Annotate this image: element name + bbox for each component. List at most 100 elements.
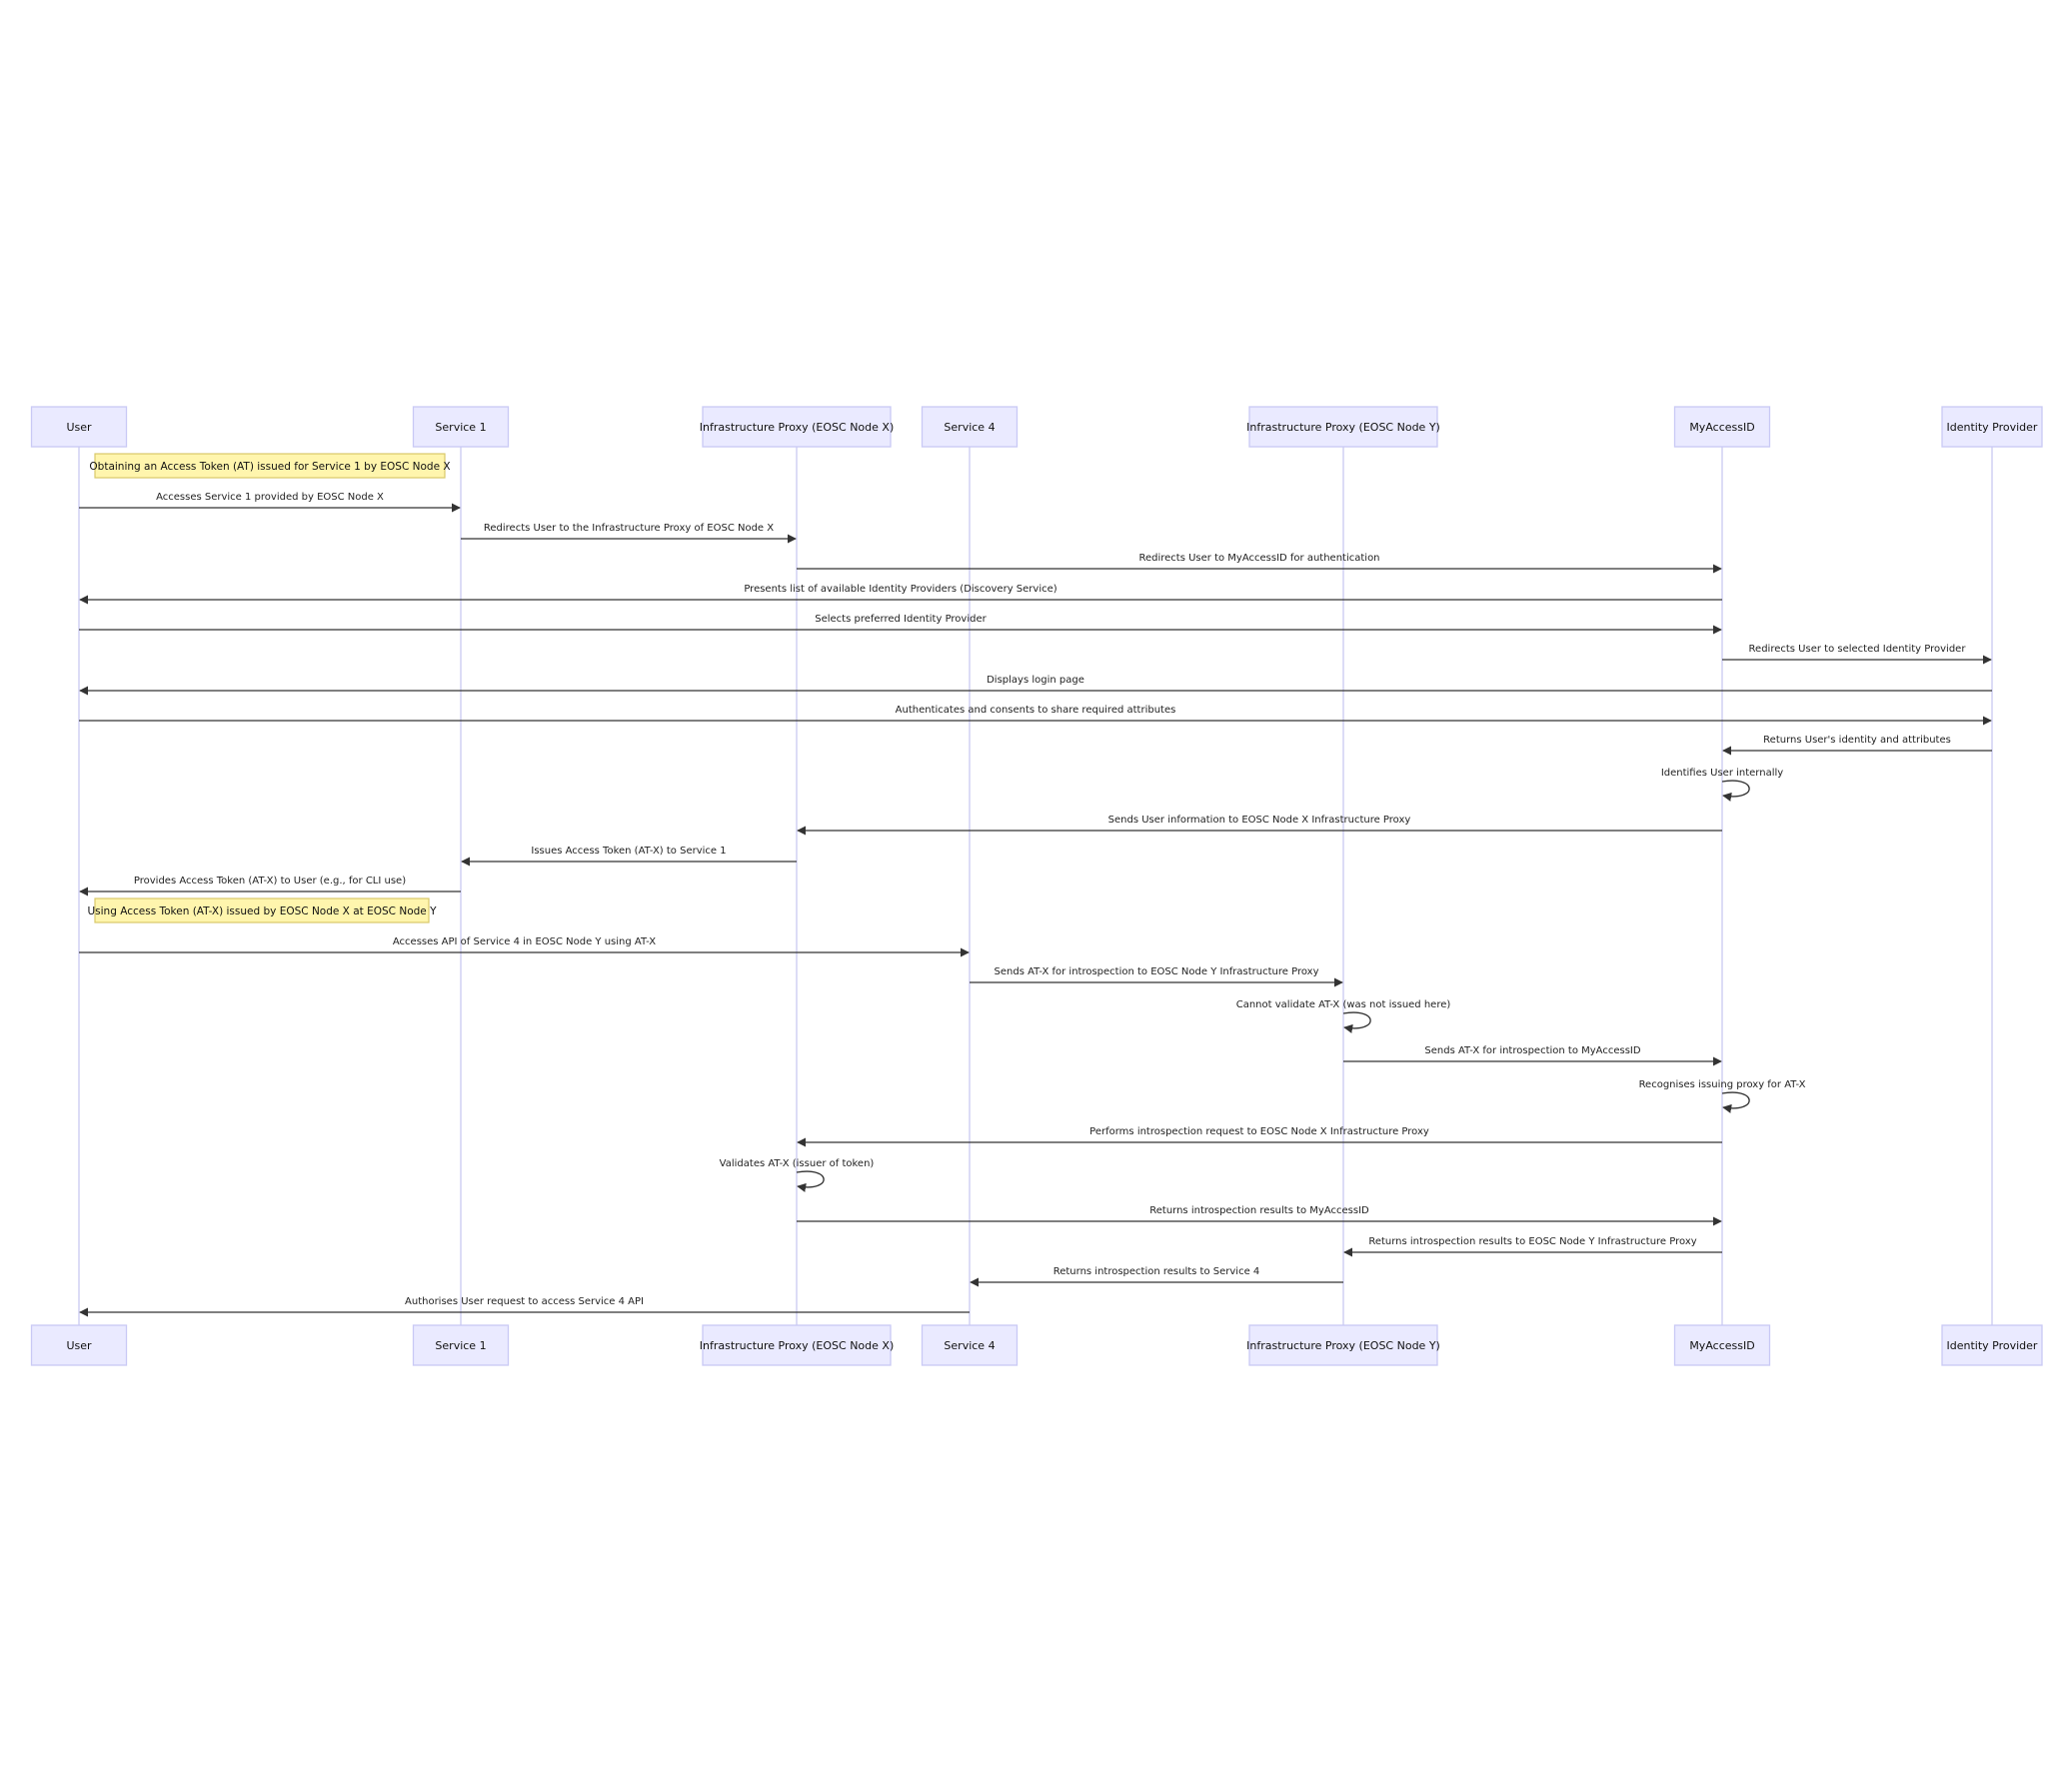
step-26-msg: Authorises User request to access Servic…: [79, 1296, 970, 1317]
participant-ipy-bottom: Infrastructure Proxy (EOSC Node Y): [1246, 1324, 1440, 1366]
participant-label: User: [66, 1339, 92, 1352]
self-message-label: Cannot validate AT-X (was not issued her…: [1236, 999, 1451, 1010]
participant-box: [921, 406, 1019, 448]
participant-box: [1248, 406, 1438, 448]
step-25-msg: Returns introspection results to Service…: [970, 1266, 1343, 1287]
message-label: Performs introspection request to EOSC N…: [1089, 1126, 1429, 1137]
step-14-msg: Provides Access Token (AT-X) to User (e.…: [79, 876, 461, 896]
message-label: Issues Access Token (AT-X) to Service 1: [531, 846, 726, 857]
message-label: Displays login page: [987, 675, 1084, 686]
participant-box: [702, 1324, 892, 1366]
message-label: Returns introspection results to Service…: [1053, 1266, 1260, 1277]
step-21-msg: Performs introspection request to EOSC N…: [797, 1126, 1722, 1147]
step-16-msg: Accesses API of Service 4 in EOSC Node Y…: [79, 936, 970, 957]
participant-label: Identity Provider: [1947, 421, 2038, 434]
participant-s1-top: Service 1: [412, 406, 510, 448]
step-3-msg: Redirects User to the Infrastructure Pro…: [461, 523, 797, 544]
step-10-msg: Returns User's identity and attributes: [1722, 735, 1992, 756]
message-label: Redirects User to MyAccessID for authent…: [1138, 553, 1379, 564]
participant-box: [1673, 1324, 1771, 1366]
step-8-msg: Displays login page: [79, 675, 1992, 696]
self-message-arrow: [1721, 780, 1750, 802]
step-18-self: Cannot validate AT-X (was not issued her…: [1236, 999, 1451, 1033]
participant-idp-bottom: Identity Provider: [1941, 1324, 2043, 1366]
message-label: Selects preferred Identity Provider: [815, 614, 987, 625]
self-message-label: Identifies User internally: [1661, 768, 1783, 779]
participant-box: [1941, 1324, 2043, 1366]
lifelines: [78, 447, 1993, 1325]
participant-s4-top: Service 4: [921, 406, 1019, 448]
step-17-msg: Sends AT-X for introspection to EOSC Nod…: [970, 966, 1343, 987]
participant-label: Infrastructure Proxy (EOSC Node X): [700, 421, 895, 434]
step-4-msg: Redirects User to MyAccessID for authent…: [797, 553, 1722, 574]
participant-box: [921, 1324, 1019, 1366]
participant-label: MyAccessID: [1689, 421, 1754, 434]
message-label: Returns introspection results to EOSC No…: [1368, 1236, 1696, 1247]
participant-s4-bottom: Service 4: [921, 1324, 1019, 1366]
participant-label: Service 1: [435, 1339, 486, 1352]
message-label: Provides Access Token (AT-X) to User (e.…: [134, 876, 406, 886]
step-15-note: Using Access Token (AT-X) issued by EOSC…: [87, 897, 437, 923]
step-5-msg: Presents list of available Identity Prov…: [79, 584, 1722, 605]
participant-label: Service 4: [944, 1339, 995, 1352]
message-label: Accesses Service 1 provided by EOSC Node…: [156, 492, 384, 503]
step-23-msg: Returns introspection results to MyAcces…: [797, 1205, 1722, 1226]
participant-label: Service 1: [435, 421, 486, 434]
participant-s1-bottom: Service 1: [412, 1324, 510, 1366]
note-box: [94, 453, 446, 479]
note-box: [94, 897, 430, 923]
participant-idp-top: Identity Provider: [1941, 406, 2043, 448]
step-12-msg: Sends User information to EOSC Node X In…: [797, 815, 1722, 836]
self-message-arrow: [796, 1170, 825, 1192]
step-22-self: Validates AT-X (issuer of token): [720, 1158, 875, 1192]
participant-user-top: User: [30, 406, 128, 448]
participant-box: [1673, 406, 1771, 448]
message-label: Presents list of available Identity Prov…: [744, 584, 1056, 595]
message-label: Returns introspection results to MyAcces…: [1149, 1205, 1369, 1216]
participant-box: [30, 1324, 128, 1366]
message-label: Redirects User to selected Identity Prov…: [1749, 644, 1967, 655]
participant-box: [412, 406, 510, 448]
message-label: Sends AT-X for introspection to MyAccess…: [1424, 1045, 1640, 1056]
self-message-arrow: [1721, 1091, 1750, 1113]
participant-ipx-top: Infrastructure Proxy (EOSC Node X): [700, 406, 895, 448]
note-text: Obtaining an Access Token (AT) issued fo…: [89, 461, 450, 473]
step-6-msg: Selects preferred Identity Provider: [79, 614, 1722, 635]
participant-label: User: [66, 421, 92, 434]
message-label: Authorises User request to access Servic…: [405, 1296, 644, 1307]
participant-label: Infrastructure Proxy (EOSC Node Y): [1246, 1339, 1440, 1352]
participant-mai-top: MyAccessID: [1673, 406, 1771, 448]
step-19-msg: Sends AT-X for introspection to MyAccess…: [1343, 1045, 1722, 1066]
step-11-self: Identifies User internally: [1661, 768, 1783, 802]
participant-box: [30, 406, 128, 448]
participant-label: Infrastructure Proxy (EOSC Node X): [700, 1339, 895, 1352]
participant-user-bottom: User: [30, 1324, 128, 1366]
participant-box: [1941, 406, 2043, 448]
messages: Obtaining an Access Token (AT) issued fo…: [79, 453, 1992, 1317]
step-20-self: Recognises issuing proxy for AT-X: [1639, 1079, 1806, 1113]
step-7-msg: Redirects User to selected Identity Prov…: [1722, 644, 1992, 665]
message-label: Sends User information to EOSC Node X In…: [1108, 815, 1411, 826]
message-label: Sends AT-X for introspection to EOSC Nod…: [995, 966, 1319, 977]
message-label: Accesses API of Service 4 in EOSC Node Y…: [393, 936, 656, 947]
participant-ipy-top: Infrastructure Proxy (EOSC Node Y): [1246, 406, 1440, 448]
participant-label: Infrastructure Proxy (EOSC Node Y): [1246, 421, 1440, 434]
participant-box: [412, 1324, 510, 1366]
self-message-label: Recognises issuing proxy for AT-X: [1639, 1079, 1806, 1090]
self-message-arrow: [1342, 1011, 1371, 1033]
step-24-msg: Returns introspection results to EOSC No…: [1343, 1236, 1722, 1257]
participant-ipx-bottom: Infrastructure Proxy (EOSC Node X): [700, 1324, 895, 1366]
step-9-msg: Authenticates and consents to share requ…: [79, 705, 1992, 726]
message-label: Authenticates and consents to share requ…: [896, 705, 1176, 716]
step-13-msg: Issues Access Token (AT-X) to Service 1: [461, 846, 797, 867]
step-1-note: Obtaining an Access Token (AT) issued fo…: [89, 453, 451, 479]
self-message-label: Validates AT-X (issuer of token): [720, 1158, 875, 1169]
participant-mai-bottom: MyAccessID: [1673, 1324, 1771, 1366]
participant-box: [1248, 1324, 1438, 1366]
message-label: Redirects User to the Infrastructure Pro…: [484, 523, 774, 534]
note-text: Using Access Token (AT-X) issued by EOSC…: [87, 905, 437, 917]
participant-label: Service 4: [944, 421, 995, 434]
participant-box: [702, 406, 892, 448]
